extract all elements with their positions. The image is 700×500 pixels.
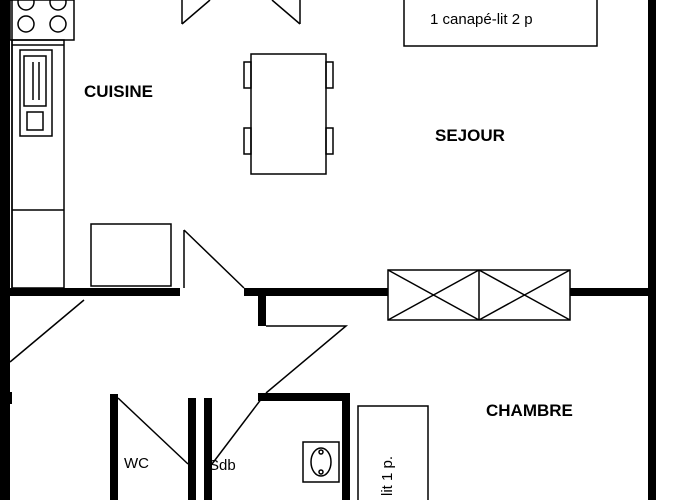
burner	[49, 15, 67, 33]
fixtures	[9, 0, 598, 500]
sdb-basin	[302, 441, 340, 483]
sink-basin	[23, 55, 47, 107]
wc-door	[117, 397, 189, 465]
room-label-sejour: SEJOUR	[435, 126, 505, 145]
basin-tap	[318, 449, 324, 455]
sdb-right-wall	[342, 393, 350, 500]
left-exterior-wall	[0, 0, 10, 500]
basin-bowl	[310, 447, 332, 477]
wc-left-wall	[110, 394, 118, 500]
wc-sdb-wall	[188, 398, 196, 500]
cupboard-cross	[478, 269, 571, 321]
hall-wall-stub	[258, 288, 266, 326]
cupboard-cross	[387, 269, 480, 321]
chair	[325, 61, 334, 89]
chair	[243, 61, 252, 89]
window-sash	[271, 0, 301, 25]
room-label-cuisine: CUISINE	[84, 82, 153, 101]
dining-table	[250, 53, 327, 175]
fridge	[90, 223, 172, 287]
room-label-wc: WC	[124, 455, 149, 472]
chambre-sdb-wall	[258, 393, 350, 401]
right-exterior-wall	[648, 0, 656, 500]
window-sash	[181, 0, 211, 25]
entrance-wall-stub	[0, 392, 12, 404]
sofa-bed-label: 1 canapé-lit 2 p	[430, 11, 533, 28]
room-label-chambre: CHAMBRE	[486, 401, 573, 420]
sdb-door	[211, 397, 263, 465]
chair	[325, 127, 334, 155]
burner	[17, 0, 35, 11]
walls	[0, 0, 656, 500]
basin-tap	[318, 469, 324, 475]
sdb-left-wall	[204, 398, 212, 500]
chambre-door	[265, 325, 349, 394]
entrance-door	[9, 299, 85, 363]
kitchen-hall-wall	[10, 288, 180, 296]
sink-drain	[26, 111, 44, 131]
hob	[9, 0, 75, 41]
sofa-bed	[403, 0, 598, 47]
chair	[243, 127, 252, 155]
burner	[49, 0, 67, 11]
room-label-sdb: Sdb	[209, 457, 236, 474]
hall-sejour-wall	[244, 288, 388, 296]
single-bed	[357, 405, 429, 500]
single-bed-label: lit 1 p.	[379, 456, 396, 496]
kitchen-door	[183, 229, 245, 289]
kitchen-sink	[19, 49, 53, 137]
sejour-chambre-wall	[570, 288, 648, 296]
burner	[17, 15, 35, 33]
